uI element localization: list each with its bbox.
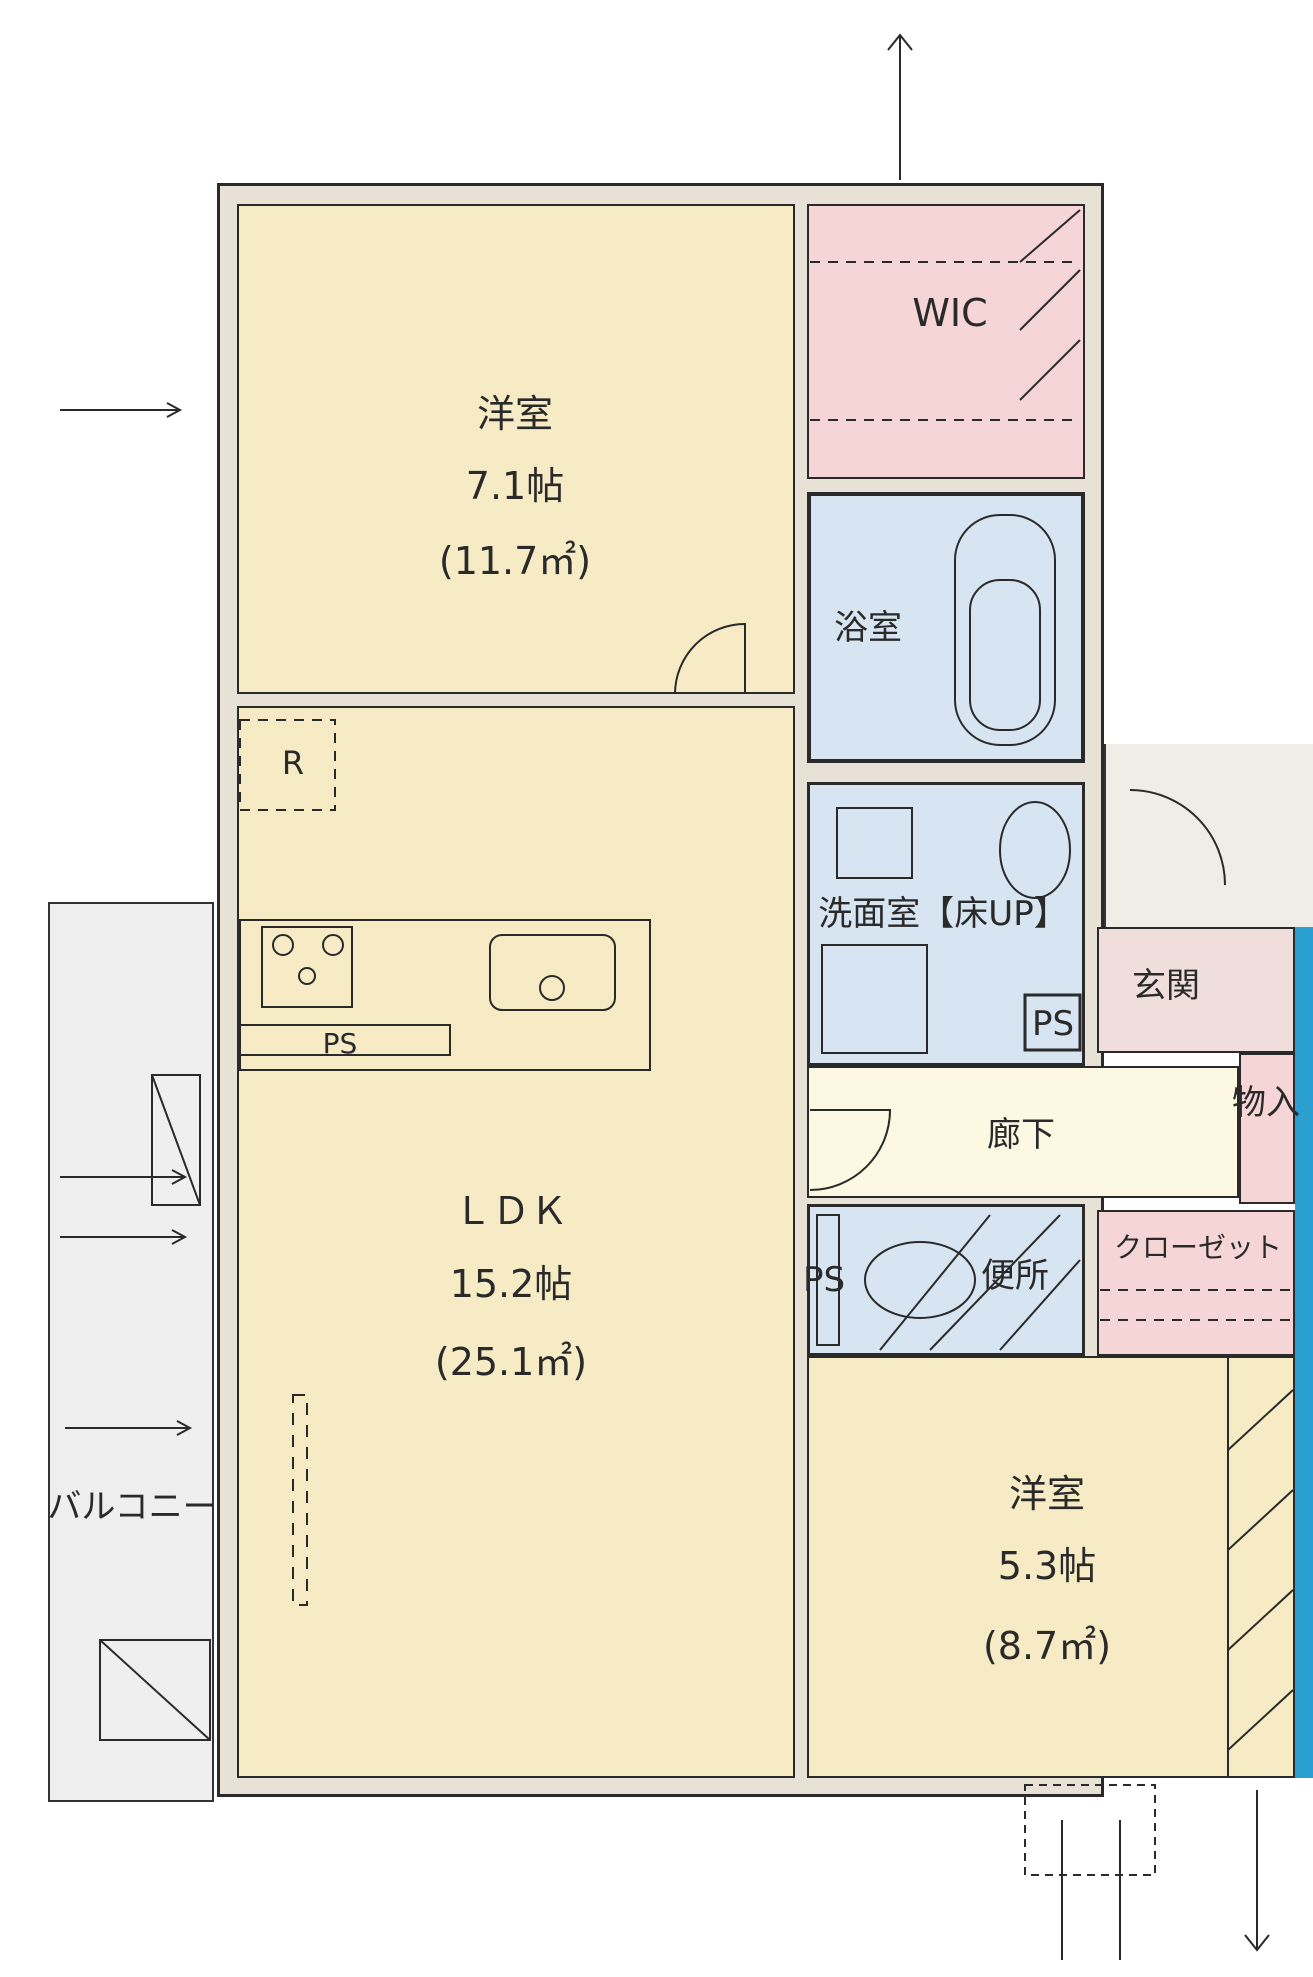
room-ldk [237,706,795,1778]
room-size-western-south: 5.3帖 [997,1544,1097,1588]
room-label-western-south: 洋室 [1008,1472,1086,1516]
entry-exterior [1104,744,1313,927]
room-area-western-south: (8.7㎡) [982,1624,1112,1668]
room-label-toilet-ps: PS [802,1260,846,1300]
accent-strip [1295,927,1313,1778]
room-bath [807,492,1085,763]
ps-box [1023,993,1082,1052]
room-western-north [237,204,795,694]
room-toilet [807,1204,1085,1356]
label-refrigerator: R [281,744,305,782]
kitchen-counter [239,919,651,1071]
toilet-bowl [864,1241,976,1319]
wic-shelf [810,261,1080,421]
room-hallway [807,1066,1239,1198]
room-label-closet: クローゼット [1113,1231,1283,1264]
door-entrance [1129,789,1226,886]
room-label-washroom: 洗面室【床UP】 [818,894,1068,934]
washroom-cabinet [821,944,928,1054]
room-storage [1239,1053,1295,1204]
refrigerator-space [239,719,336,811]
room-label-balcony: バルコニー [47,1487,217,1527]
room-label-kitchen-ps: PS [322,1027,358,1060]
room-label-washroom-ps: PS [1031,1004,1075,1044]
room-washroom [807,782,1085,1066]
room-entrance [1097,927,1295,1053]
room-label-toilet: 便所 [981,1256,1049,1296]
sink [489,934,616,1011]
room-size-ldk: 15.2帖 [449,1262,573,1306]
room-wic [807,204,1085,479]
room-size-western-north: 7.1帖 [465,464,565,508]
room-label-ldk: ＬＤＫ [453,1189,569,1233]
room-label-storage: 物入 [1232,1083,1300,1123]
room-label-wic: WIC [912,291,988,335]
washer-space [836,807,913,879]
balcony-box [99,1639,211,1741]
door-ldk-hall [809,1109,892,1191]
outdoor-unit [151,1074,201,1206]
room-label-entrance: 玄関 [1132,966,1200,1006]
door-western-north [674,622,746,695]
balcony-area [48,902,214,1802]
stove [261,926,353,1008]
room-closet [1097,1210,1295,1356]
window-arrows [60,402,193,1436]
room-area-ldk: (25.1㎡) [434,1340,588,1384]
room-label-western-north: 洋室 [476,392,554,436]
water-heater [1024,1784,1156,1876]
bathtub [954,514,1056,746]
room-area-western-north: (11.7㎡) [438,539,592,583]
wash-basin [999,801,1071,899]
room-western-south [807,1356,1295,1778]
room-label-bath: 浴室 [834,608,902,648]
room-label-hallway: 廊下 [987,1115,1055,1155]
